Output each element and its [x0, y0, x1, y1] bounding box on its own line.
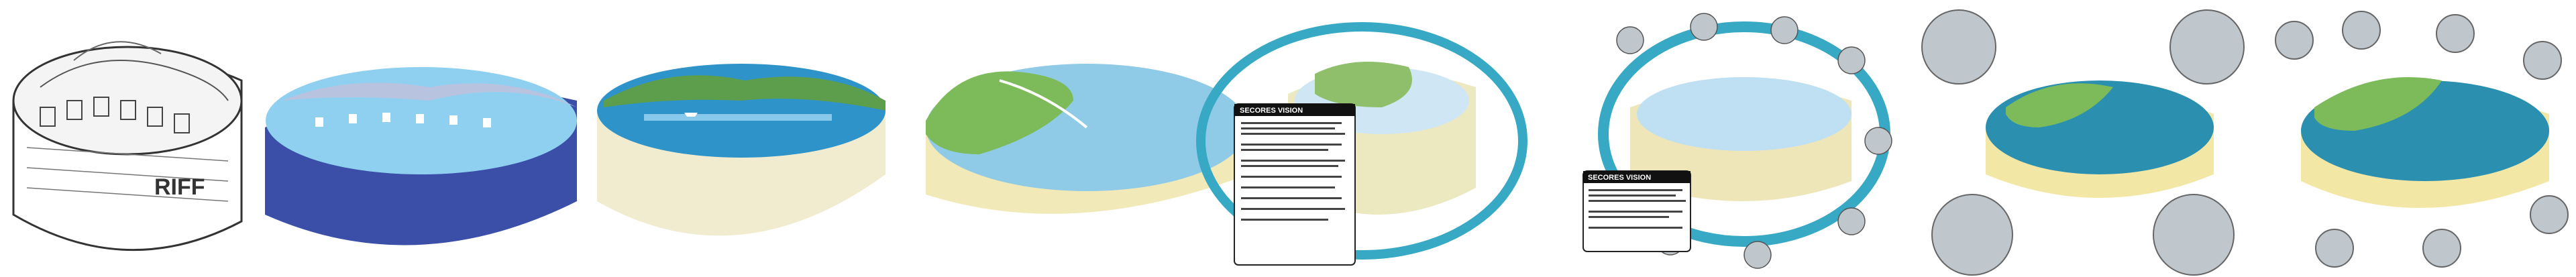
panel-circles-a	[1921, 9, 2245, 276]
panel-cycle: SECORES VISION	[1582, 13, 1892, 269]
panel-sketch: RIFF	[12, 41, 243, 252]
panel-coast-plan	[926, 64, 1248, 214]
panel-vision-ring: SECORES VISION	[1196, 22, 1527, 266]
panel-sea-section	[597, 64, 885, 236]
panel-circles-b	[2275, 11, 2569, 268]
reef-modules-blue	[315, 113, 491, 127]
cycle-box-title: SECORES VISION	[1588, 174, 1651, 182]
panel-blue-3d	[265, 67, 577, 245]
vision-box-title: SECORES VISION	[1240, 107, 1303, 115]
sketch-riff-label: RIFF	[154, 174, 205, 200]
